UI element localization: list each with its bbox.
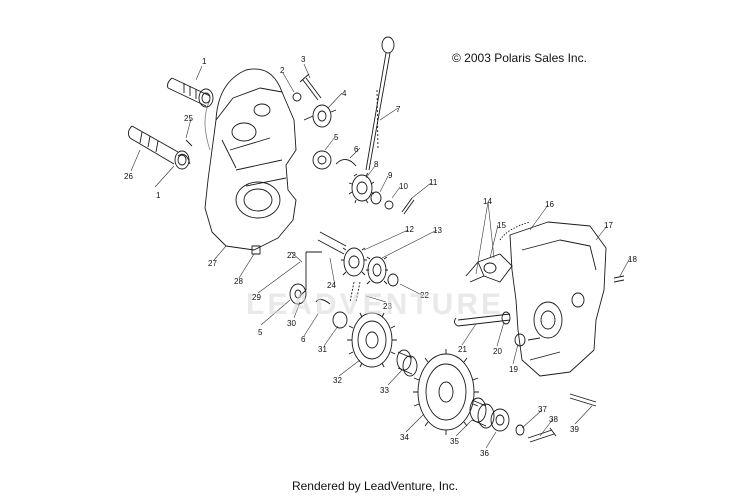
callout-5b: 5 [258,328,263,337]
callout-29: 29 [252,293,261,302]
callout-10: 10 [399,182,408,191]
gear-12 [341,247,367,277]
callout-22b: 22 [420,291,429,300]
left-housing [204,68,297,251]
callout-7: 7 [396,105,401,114]
copyright-notice: © 2003 Polaris Sales Inc. [452,51,587,65]
callout-20: 20 [493,347,502,356]
callout-38: 38 [549,415,558,424]
callout-2: 2 [280,66,285,75]
plug-2 [292,92,302,102]
callout-35: 35 [450,437,459,446]
output-shaft [127,125,190,170]
bracket-29 [299,251,322,297]
callouts: 1 1 2 3 4 5 5 6 6 7 8 9 10 11 12 13 14 1… [124,55,637,458]
bearing-4 [303,104,337,128]
callout-1b: 1 [156,191,161,200]
dipstick-7 [365,36,395,171]
washer-22a [387,273,399,287]
washer-37 [515,424,525,436]
bolt-38 [527,427,557,443]
callout-17: 17 [604,221,613,230]
callout-8: 8 [374,160,379,169]
callout-21: 21 [458,345,467,354]
right-cover [509,221,607,377]
callout-30: 30 [287,319,296,328]
callout-23: 23 [383,302,392,311]
callout-14: 14 [483,197,492,206]
washer-9 [370,191,382,205]
callout-28: 28 [234,277,243,286]
sprocket-35 [469,397,495,429]
bolt-39 [569,393,597,407]
callout-4: 4 [342,89,347,98]
input-shaft [167,77,214,108]
gasket-16 [499,221,531,241]
callout-33: 33 [380,386,389,395]
callout-16: 16 [545,200,554,209]
bolt-18 [613,275,625,283]
gear-34 [413,349,479,435]
shaft-21 [453,313,511,327]
bushing-20 [501,311,511,325]
callout-19: 19 [509,365,518,374]
gear-8 [348,172,375,204]
callout-12: 12 [405,225,414,234]
snap-ring-6 [335,159,357,167]
nut-10 [384,200,394,210]
washer-31 [332,311,348,329]
pin-11 [401,197,415,215]
shift-fork-15 [465,253,513,283]
callout-3: 3 [301,55,306,64]
snap-ring-6b [315,299,331,305]
callout-25: 25 [184,114,193,123]
seal-1b [177,153,191,165]
plug-28 [251,245,261,255]
callout-22: 22 [287,251,296,260]
callout-6: 6 [354,145,359,154]
bearing-33 [396,349,418,377]
hub-36 [490,408,510,432]
callout-31: 31 [318,345,327,354]
callout-37: 37 [538,405,547,414]
callout-34: 34 [400,433,409,442]
callout-39: 39 [570,425,579,434]
callout-9: 9 [388,171,393,180]
seal-19 [514,333,526,347]
leader-lines [130,63,631,449]
watermark-logo: LEADVENTURE [246,288,505,321]
callout-24: 24 [327,281,336,290]
callout-26: 26 [124,172,133,181]
callout-36: 36 [480,449,489,458]
callout-15: 15 [497,221,506,230]
callout-13: 13 [433,226,442,235]
washer-5 [312,150,332,170]
callout-5: 5 [334,133,339,142]
screw-25 [185,139,193,147]
callout-27: 27 [208,259,217,268]
callout-1: 1 [202,57,207,66]
callout-6b: 6 [301,335,306,344]
gear-13 [366,256,388,285]
pin-24 [317,231,347,255]
washer-30 [289,283,307,305]
callout-11: 11 [429,178,438,187]
gear-32 [347,312,397,368]
render-credit: Rendered by LeadVenture, Inc. [291,479,459,493]
callout-18: 18 [628,255,637,264]
bolt-3 [299,73,322,101]
callout-32: 32 [333,376,342,385]
